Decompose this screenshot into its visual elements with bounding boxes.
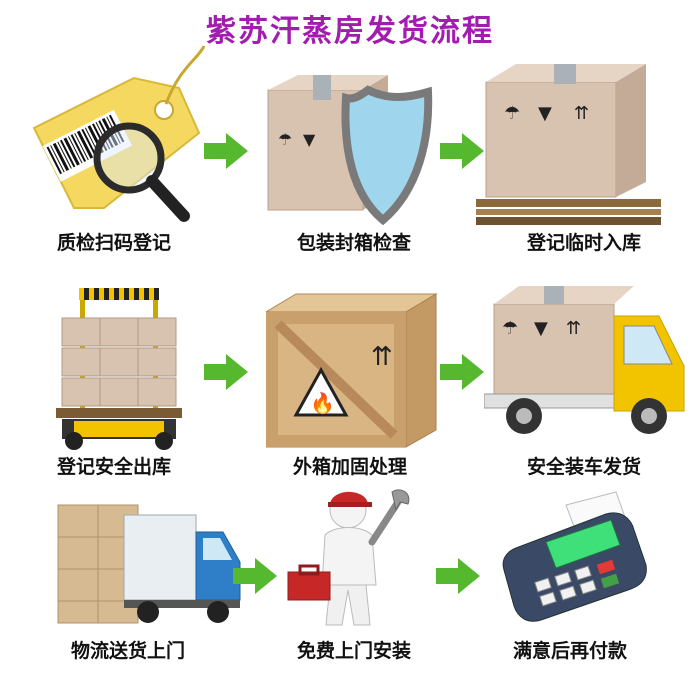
step-label: 安全装车发货 — [526, 456, 641, 478]
toolbox-icon — [287, 564, 331, 601]
step-label: 登记临时入库 — [526, 232, 641, 254]
price-tag-barcode-icon — [32, 45, 206, 222]
page-title: 紫苏汗蒸房发货流程 — [206, 14, 494, 49]
step-label: 物流送货上门 — [70, 640, 185, 662]
svg-text:▼: ▼ — [534, 318, 548, 339]
step-label: 质检扫码登记 — [56, 232, 171, 254]
svg-text:▼: ▼ — [538, 103, 552, 124]
shield-icon: ☂ ▼ — [267, 75, 433, 226]
svg-text:☂: ☂ — [504, 103, 520, 124]
svg-text:⇈: ⇈ — [574, 103, 589, 124]
arrow-right-icon — [440, 354, 484, 390]
step-label: 包装封箱检查 — [296, 232, 411, 254]
step-label: 免费上门安装 — [296, 640, 411, 662]
svg-text:⇈: ⇈ — [566, 318, 581, 339]
step-label: 登记安全出库 — [56, 456, 171, 478]
card-terminal-icon — [502, 491, 647, 622]
arrow-right-icon — [233, 558, 277, 594]
flammable-icon: 🔥 — [293, 366, 349, 417]
wooden-crate-icon: ⇈ 🔥 — [266, 293, 438, 448]
arrow-right-icon — [440, 133, 484, 169]
arrow-right-icon — [204, 133, 248, 169]
forklift-icon — [56, 288, 182, 450]
arrow-right-icon — [204, 354, 248, 390]
delivery-truck-icon: ☂ ▼ ⇈ — [484, 286, 685, 434]
cardboard-box-icon: ☂ ▼ ⇈ — [476, 64, 661, 225]
svg-text:▼: ▼ — [303, 130, 316, 149]
arrow-right-icon — [436, 558, 480, 594]
step-label: 外箱加固处理 — [292, 456, 407, 478]
svg-text:☂: ☂ — [502, 318, 518, 339]
delivery-truck-icon — [57, 504, 241, 624]
wrench-icon — [368, 489, 410, 546]
svg-text:☂: ☂ — [278, 130, 292, 149]
worker-figure-icon — [287, 489, 410, 626]
step-label: 满意后再付款 — [512, 640, 627, 662]
pallet-icon — [476, 199, 661, 225]
svg-text:🔥: 🔥 — [310, 391, 335, 415]
svg-text:⇈: ⇈ — [371, 342, 393, 372]
